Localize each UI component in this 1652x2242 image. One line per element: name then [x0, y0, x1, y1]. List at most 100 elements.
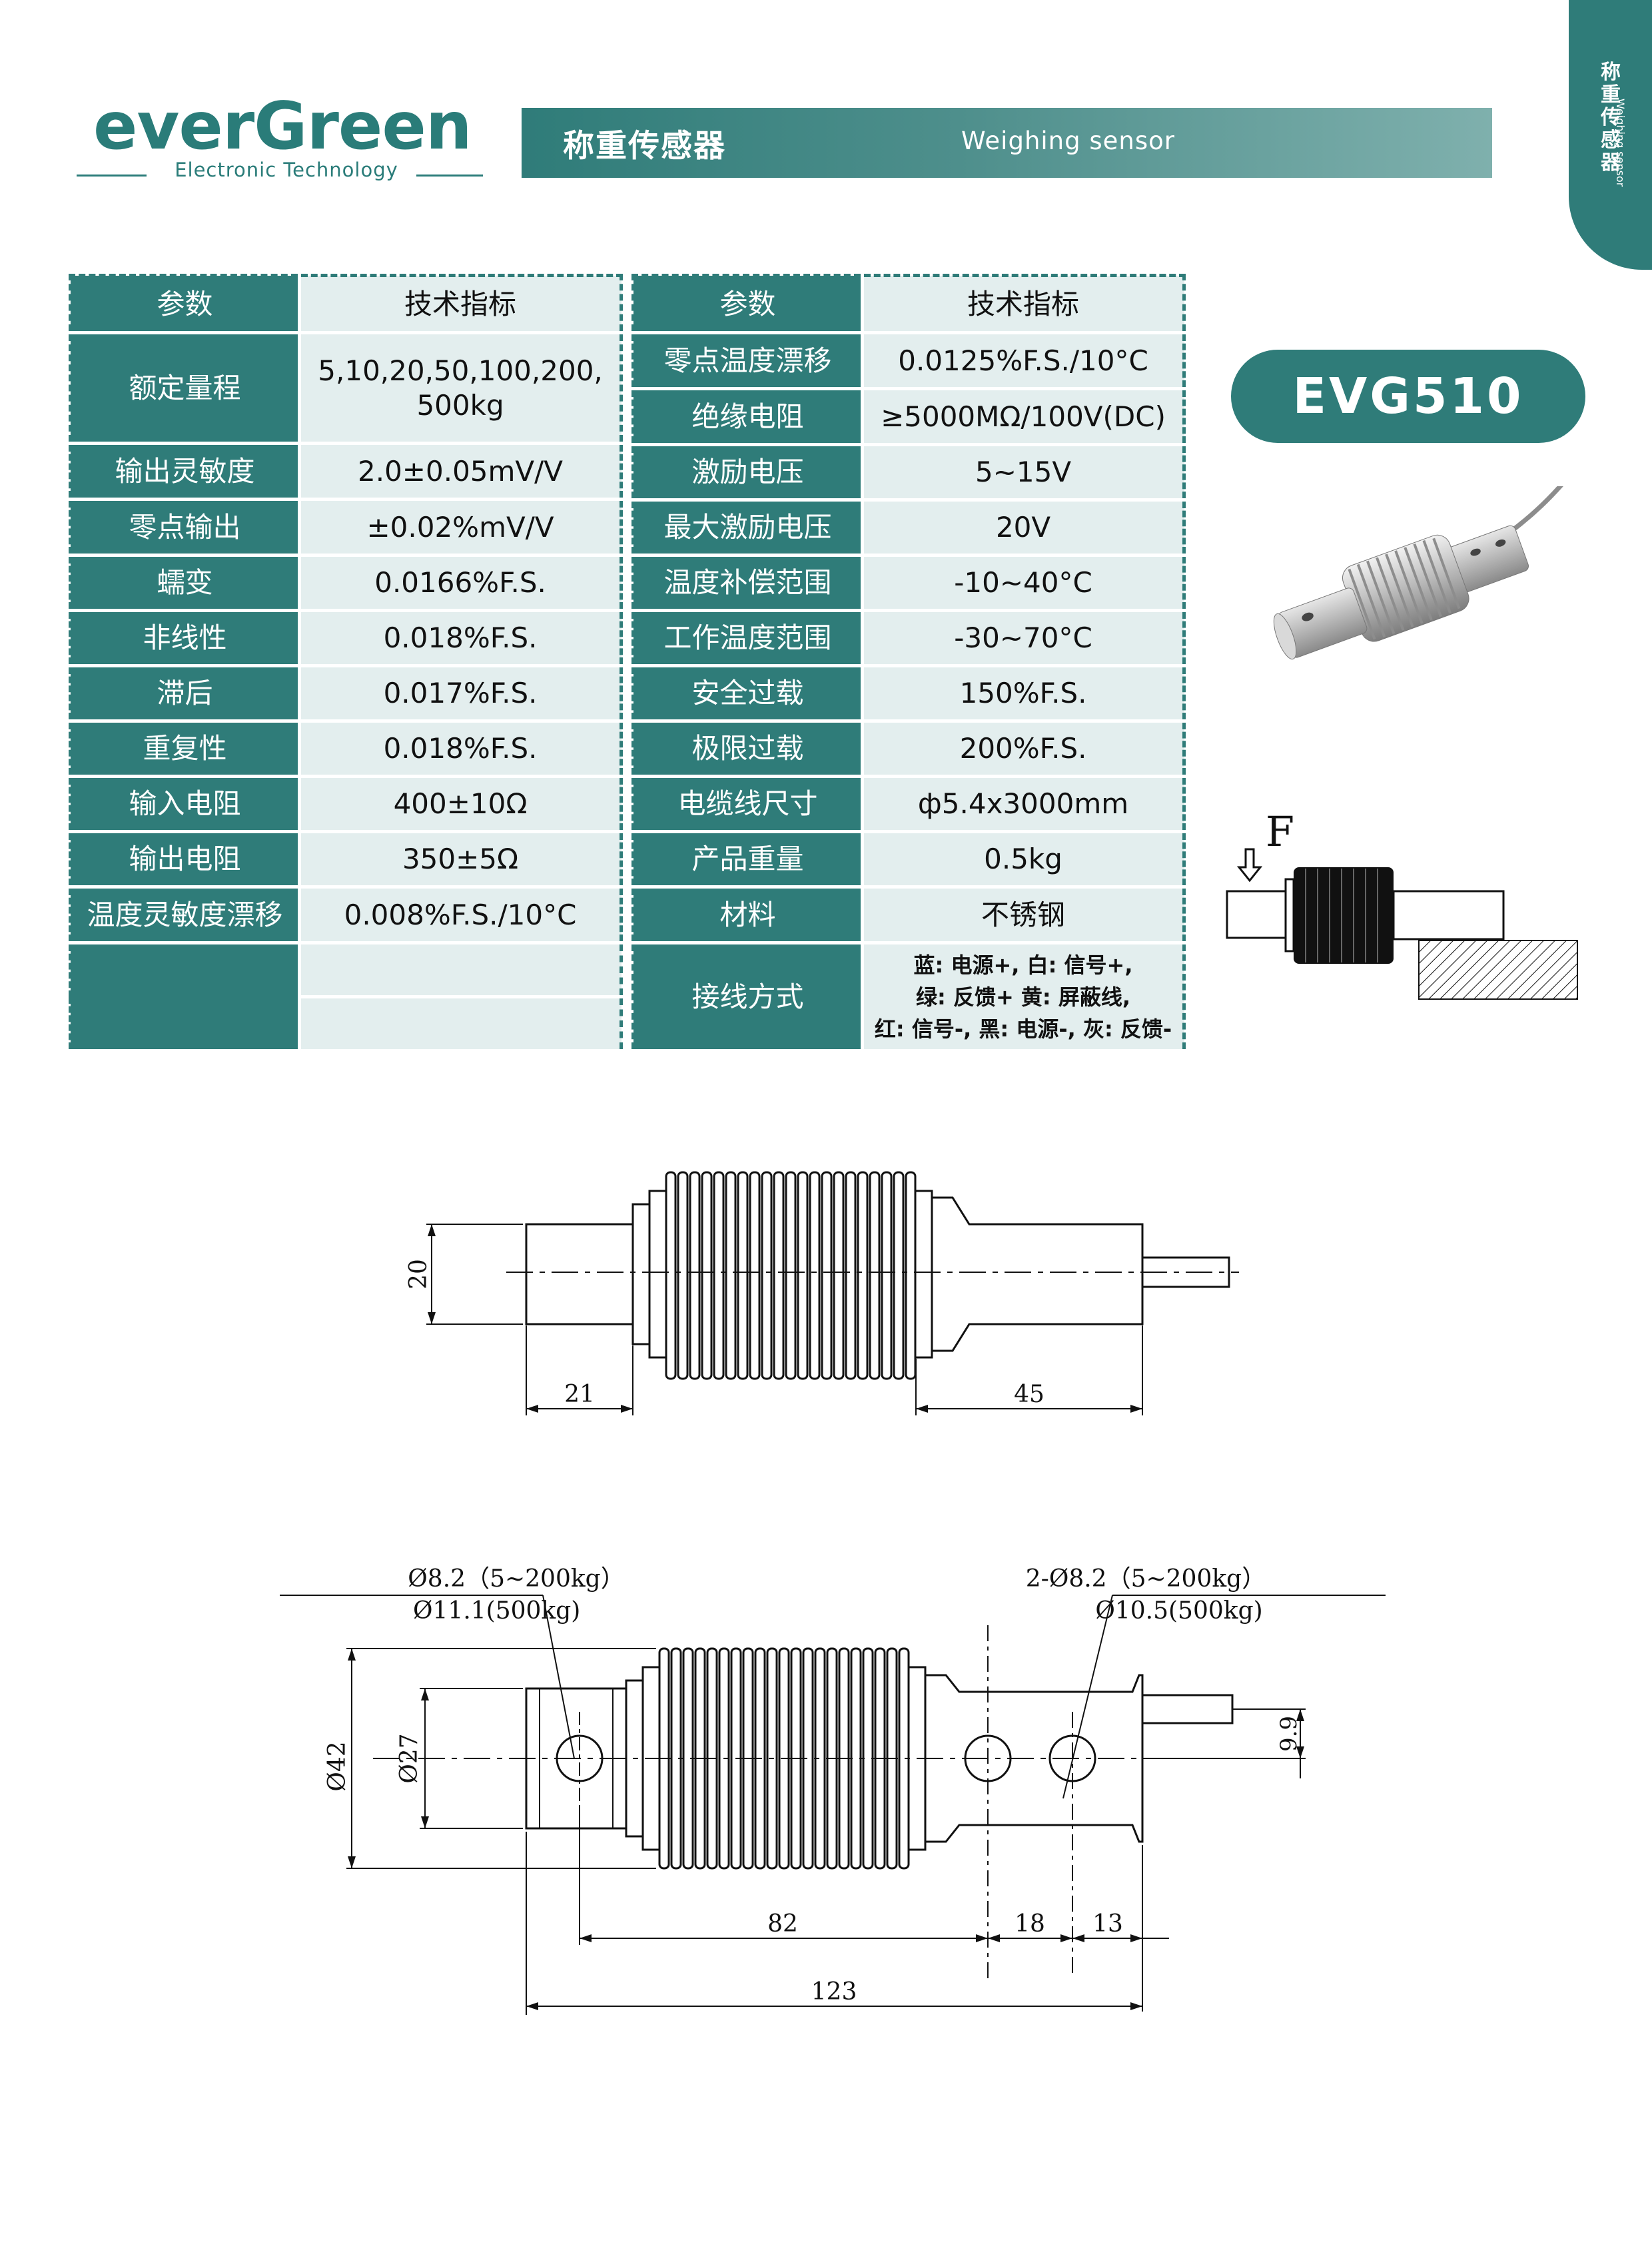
force-arrow-icon — [1236, 848, 1263, 883]
param-cell: 最大激励电压 — [633, 500, 865, 557]
page-title-cn: 称重传感器 — [563, 128, 726, 165]
end-face — [1273, 613, 1297, 660]
value-cell: 350±5Ω — [299, 831, 621, 889]
diagram-bellows — [1294, 867, 1394, 964]
param-cell: 重复性 — [70, 721, 302, 778]
dim-inner-label: Ø27 — [396, 1733, 423, 1783]
dim-18-label: 18 — [1015, 1910, 1045, 1938]
page-title-en: Weighing sensor — [961, 127, 1175, 155]
value-cell: 0.018%F.S. — [299, 721, 621, 778]
mount-hole — [1495, 539, 1506, 547]
cable-gland — [1141, 1256, 1230, 1288]
logo-rule-right — [416, 175, 483, 177]
right-body — [931, 1196, 1144, 1352]
param-cell: 极限过载 — [633, 721, 865, 778]
param-cell: 滞后 — [70, 665, 302, 723]
param-cell: 电缆线尺寸 — [633, 776, 865, 833]
value-cell: ≥5000MΩ/100V(DC) — [862, 388, 1184, 446]
param-cell: 非线性 — [70, 610, 302, 667]
dim-left-label: 21 — [564, 1381, 595, 1408]
table-row: 温度灵敏度漂移 0.008%F.S./10°C — [70, 887, 621, 944]
value-cell: 0.018%F.S. — [299, 610, 621, 667]
table-row: 材料 不锈钢 — [633, 887, 1184, 944]
header-value: 技术指标 — [862, 275, 1184, 334]
table-row: 极限过载 200%F.S. — [633, 721, 1184, 778]
mount-hole — [1302, 612, 1314, 621]
table-row-wiring: 接线方式 蓝: 电源+, 白: 信号+, 绿: 反馈+ 黄: 屏蔽线, 红: 信… — [633, 942, 1184, 1052]
value-cell: 150%F.S. — [862, 665, 1184, 723]
table-row: 安全过载 150%F.S. — [633, 665, 1184, 723]
table-row: 零点输出 ±0.02%mV/V — [70, 499, 621, 557]
brand-tagline: Electronic Technology — [175, 159, 398, 181]
value-cell: 5~15V — [862, 444, 1184, 502]
param-cell: 输入电阻 — [70, 776, 302, 833]
wiring-param-cell: 接线方式 — [633, 942, 865, 1052]
load-diagram: F — [1226, 813, 1578, 1000]
table-row: 额定量程 5,10,20,50,100,200, 500kg — [70, 332, 621, 445]
wiring-line: 红: 信号-, 黑: 电源-, 灰: 反馈- — [874, 1016, 1172, 1042]
sensor-illustration — [1273, 486, 1579, 660]
param-cell: 产品重量 — [633, 831, 865, 889]
table-row: 蠕变 0.0166%F.S. — [70, 555, 621, 612]
side-tab — [1569, 0, 1652, 270]
table-header-row: 参数 技术指标 — [70, 275, 621, 334]
value-cell: 400±10Ω — [299, 776, 621, 833]
hole-note-right-2: Ø10.5(500kg) — [1095, 1597, 1262, 1625]
table-row: 输入电阻 400±10Ω — [70, 776, 621, 833]
table-row-empty — [70, 942, 621, 1052]
value-cell: 2.0±0.05mV/V — [299, 443, 621, 501]
diagram-flange — [1284, 878, 1295, 952]
table-row: 绝缘电阻 ≥5000MΩ/100V(DC) — [633, 388, 1184, 446]
value-cell: 不锈钢 — [862, 887, 1184, 944]
dim-offset-label: 9.9 — [1276, 1716, 1302, 1752]
param-cell: 工作温度范围 — [633, 610, 865, 667]
spec-table-left: 参数 技术指标 额定量程 5,10,20,50,100,200, 500kg 输… — [69, 274, 623, 1052]
value-cell: 0.008%F.S./10°C — [299, 887, 621, 944]
value-cell: -10~40°C — [862, 555, 1184, 612]
hole-note-right-1: 2-Ø8.2（5~200kg） — [1026, 1565, 1266, 1593]
table-row: 输出电阻 350±5Ω — [70, 831, 621, 889]
dim-outer-label: Ø42 — [324, 1741, 351, 1791]
title-banner — [522, 108, 1492, 178]
table-row: 产品重量 0.5kg — [633, 831, 1184, 889]
table-row: 输出灵敏度 2.0±0.05mV/V — [70, 443, 621, 501]
param-cell: 温度灵敏度漂移 — [70, 887, 302, 944]
table-row: 重复性 0.018%F.S. — [70, 721, 621, 778]
top-view-drawing: Ø8.2（5~200kg） Ø11.1(500kg) 2-Ø8.2（5~200k… — [280, 1565, 1386, 2015]
product-photo — [1273, 486, 1579, 660]
header-param: 参数 — [70, 275, 302, 334]
brand-logo: everGreen — [93, 89, 472, 165]
param-cell: 绝缘电阻 — [633, 388, 865, 446]
cable-gland — [1141, 1694, 1234, 1724]
table-row: 最大激励电压 20V — [633, 500, 1184, 557]
param-cell: 零点输出 — [70, 499, 302, 557]
left-end — [525, 1223, 634, 1325]
value-cell: 0.0125%F.S./10°C — [862, 332, 1184, 390]
hole-note-left-2: Ø11.1(500kg) — [413, 1597, 580, 1625]
value-cell: 200%F.S. — [862, 721, 1184, 778]
param-cell: 温度补偿范围 — [633, 555, 865, 612]
param-cell: 材料 — [633, 887, 865, 944]
diagram-support — [1418, 940, 1578, 1000]
empty-value-cell — [299, 996, 621, 1052]
bellows-ribs — [665, 1171, 917, 1380]
table-row: 温度补偿范围 -10~40°C — [633, 555, 1184, 612]
param-cell: 安全过载 — [633, 665, 865, 723]
dim-total-label: 123 — [811, 1978, 857, 2006]
side-tab-title-cn: 称重传感器 — [1601, 61, 1621, 175]
spec-table-right: 参数 技术指标 零点温度漂移 0.0125%F.S./10°C 绝缘电阻 ≥50… — [631, 274, 1186, 1052]
param-cell: 额定量程 — [70, 332, 302, 445]
param-cell: 零点温度漂移 — [633, 332, 865, 390]
value-cell: 5,10,20,50,100,200, 500kg — [299, 332, 621, 445]
value-cell: ф5.4x3000mm — [862, 776, 1184, 833]
empty-value-cell — [299, 942, 621, 998]
diagram-right-end — [1392, 890, 1505, 940]
bellows-ribs — [658, 1647, 910, 1870]
left-flange — [648, 1190, 667, 1359]
param-cell: 输出电阻 — [70, 831, 302, 889]
logo-rule-left — [77, 175, 147, 177]
hole-note-left-1: Ø8.2（5~200kg） — [408, 1565, 624, 1593]
force-label: F — [1266, 813, 1294, 856]
table-row: 激励电压 5~15V — [633, 444, 1184, 502]
table-row: 非线性 0.018%F.S. — [70, 610, 621, 667]
